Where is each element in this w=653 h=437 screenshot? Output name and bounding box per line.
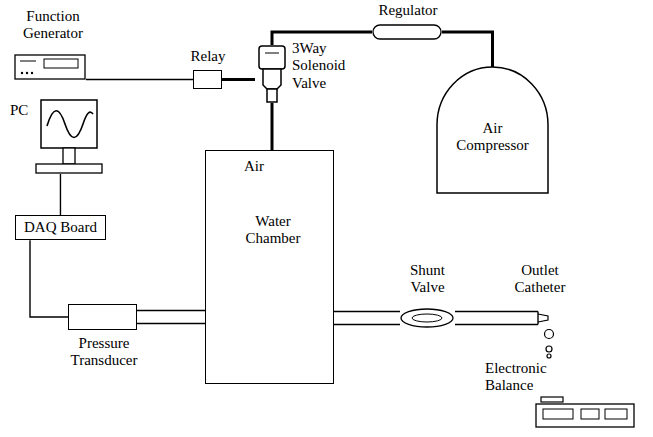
air-compressor: Air Compressor <box>435 65 550 195</box>
connector-line <box>271 103 274 150</box>
shunt-valve-shape <box>400 308 454 328</box>
electronic-balance-shape <box>535 396 635 428</box>
catheter-tube <box>537 312 538 325</box>
connector-line <box>60 174 61 215</box>
relay-box: Relay <box>185 48 231 93</box>
node-label: Air Compressor <box>450 120 535 155</box>
line-connector <box>442 32 493 67</box>
connector-line <box>334 311 400 312</box>
solenoid-valve: 3Way Solenoid Valve <box>255 40 360 110</box>
catheter-tube <box>455 311 538 312</box>
drop <box>547 354 551 358</box>
line-connector <box>30 240 68 317</box>
connector-line <box>137 310 205 311</box>
solenoid-valve-shape <box>255 45 289 103</box>
function-generator: Function Generator <box>12 8 102 82</box>
connector-line <box>137 323 205 324</box>
connector-line <box>334 324 400 325</box>
pc-shape <box>35 98 103 174</box>
connector-line <box>30 240 68 317</box>
drop <box>546 346 552 352</box>
pressure-transducer: Pressure Transducer <box>58 300 158 372</box>
node-label: Water Chamber <box>234 213 312 248</box>
tube-connector <box>334 312 400 325</box>
line-connector <box>272 103 273 150</box>
part-label: Outlet Catheter <box>500 262 580 297</box>
regulator: Regulator <box>368 2 448 42</box>
line-connector <box>86 79 193 80</box>
daq-board: DAQ Board <box>15 215 106 240</box>
line-connector <box>60 174 61 215</box>
connector-line <box>442 32 493 67</box>
node-label: Pressure Transducer <box>58 335 150 370</box>
catheter-tip <box>538 314 548 322</box>
node-label: Function Generator <box>12 8 94 43</box>
connector-line <box>222 78 255 81</box>
node-label: DAQ Board <box>24 219 97 236</box>
node-label: Air <box>244 158 284 175</box>
relay-box-shape <box>193 70 222 89</box>
line-connector <box>222 79 255 80</box>
node-label: 3Way Solenoid Valve <box>292 40 356 92</box>
catheter-tube <box>455 324 538 325</box>
node-label: Relay <box>185 48 231 65</box>
node-label: Regulator <box>368 2 448 19</box>
pressure-transducer-shape <box>68 304 137 330</box>
node-label: PC <box>10 102 34 119</box>
node-label: Electronic Balance <box>485 360 565 395</box>
regulator-shape <box>372 24 442 40</box>
tube-connector <box>137 311 205 324</box>
pc: PC <box>10 98 105 176</box>
function-generator-shape <box>14 54 86 80</box>
water-chamber: AirWater Chamber <box>205 150 334 384</box>
drop <box>545 330 554 339</box>
shunt-valve: Shunt Valve <box>395 262 460 332</box>
electronic-balance: Electronic Balance <box>485 360 645 432</box>
connector-line <box>86 79 193 80</box>
node-label: Shunt Valve <box>395 262 460 297</box>
